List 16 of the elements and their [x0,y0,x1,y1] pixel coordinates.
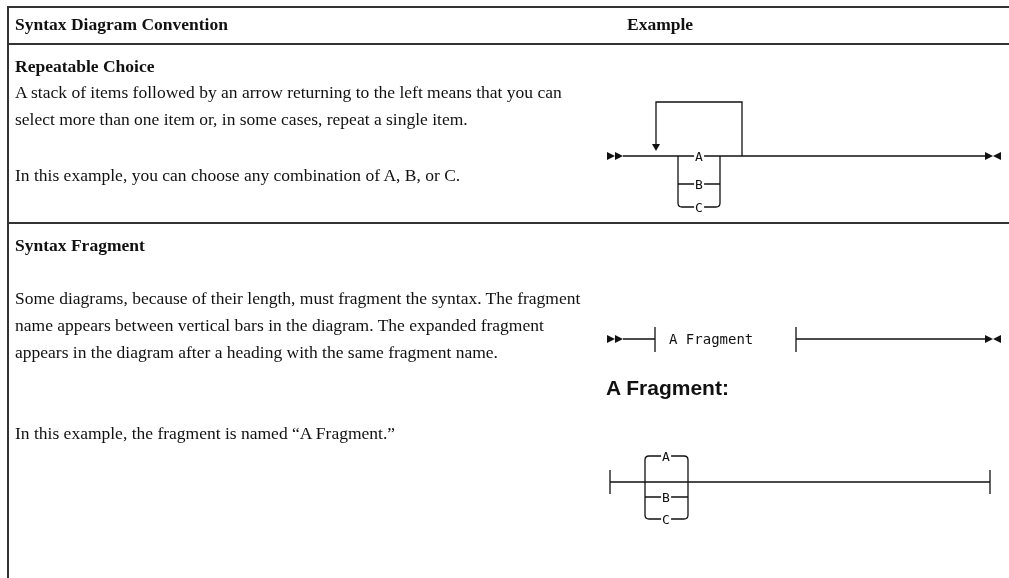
choice-item: C [694,200,704,214]
choice-item: B [694,177,704,191]
column-header: Syntax Diagram Convention [15,13,228,35]
description-text: A stack of items followed by an arrow returning to the left means that you can select more than one item or, in some cases, repeat a single item. [15,81,563,131]
choice-item: C [661,512,671,526]
description-text: Some diagrams, because of their length, must fragment the syntax. The fragment name appears between vertical bars in the diagram. The expanded fragment appears in the diagram after a heading with the same fragment name. [15,287,582,364]
column-header: Example [627,13,694,35]
choice-item: A [661,449,671,463]
fragment-heading: A Fragment: [606,376,729,400]
description-text: In this example, you can choose any combination of A, B, or C. [15,164,462,187]
fragment-reference: A Fragment [668,332,755,346]
choice-item: A [694,149,704,163]
row-heading: Repeatable Choice [15,55,155,77]
description-text: In this example, the fragment is named “A Fragment.” [15,422,397,445]
row-heading: Syntax Fragment [15,234,145,256]
choice-item: B [661,490,671,504]
